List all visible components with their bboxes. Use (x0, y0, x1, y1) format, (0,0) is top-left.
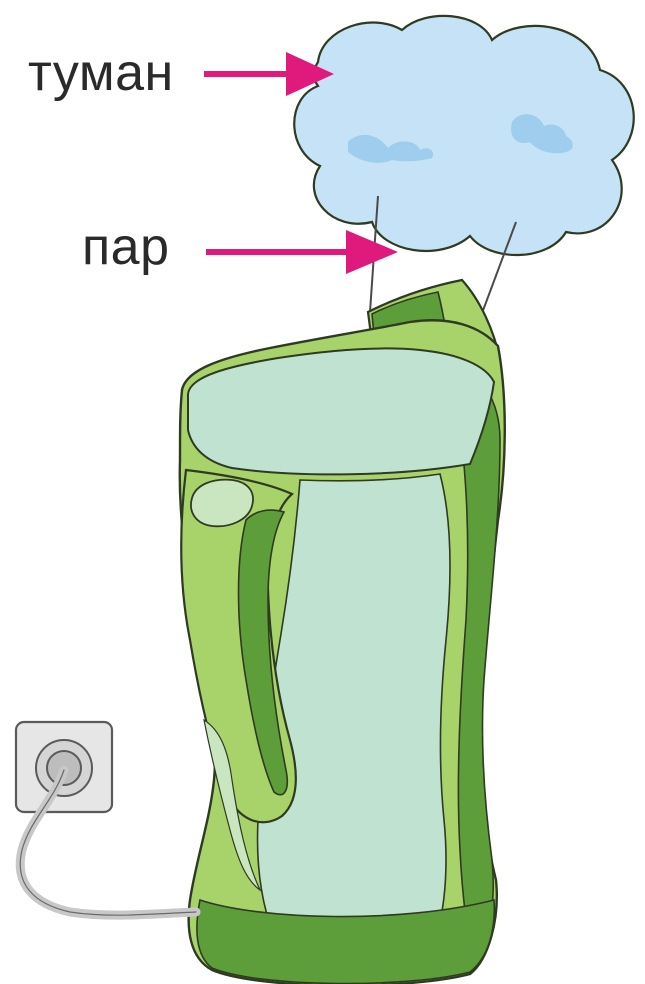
cloud-shape (294, 16, 634, 255)
fog-annotation: туман (28, 44, 334, 102)
fog-label: туман (28, 44, 174, 102)
power-socket-icon (16, 722, 196, 915)
kettle-lid-water (188, 348, 494, 474)
kettle (180, 280, 505, 984)
cloud (294, 16, 634, 255)
steam-label: пар (82, 218, 170, 276)
steam-annotation: пар (82, 218, 398, 276)
